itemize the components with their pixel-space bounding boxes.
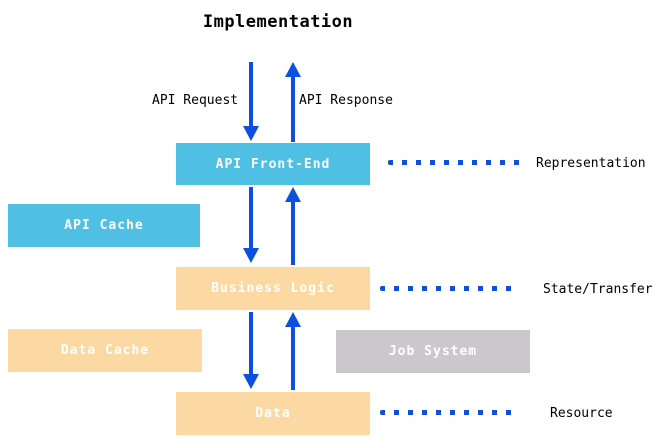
resource-label: Resource <box>550 406 613 421</box>
api-request-label: API Request <box>152 93 239 108</box>
arrow-shaft <box>249 187 253 250</box>
logic-to-front-end-arrow <box>285 187 301 265</box>
arrow-shaft <box>249 62 253 128</box>
arrow-up-head-icon <box>285 312 301 327</box>
logic-to-data-arrow <box>243 312 259 389</box>
arrow-shaft <box>291 75 295 142</box>
data-cache-label: Data Cache <box>60 343 150 358</box>
api-cache-label: API Cache <box>64 218 144 233</box>
data-box: Data <box>176 392 370 435</box>
arrow-down-head-icon <box>243 248 259 263</box>
resource-dash-line <box>380 410 520 415</box>
state-transfer-dash-line <box>380 286 520 291</box>
front-end-to-logic-arrow <box>243 187 259 263</box>
api-front-end-label: API Front-End <box>215 156 331 172</box>
api-request-arrow <box>243 62 259 141</box>
data-label: Data <box>255 406 291 421</box>
state-transfer-label: State/Transfer <box>543 282 653 297</box>
api-response-label: API Response <box>299 93 393 108</box>
arrow-up-head-icon <box>285 187 301 202</box>
job-system-box: Job System <box>336 330 530 373</box>
arrow-shaft <box>291 200 295 265</box>
representation-dash-line <box>388 160 522 165</box>
data-cache-box: Data Cache <box>8 329 202 372</box>
arrow-shaft <box>291 325 295 390</box>
api-response-arrow <box>285 62 301 142</box>
api-cache-box: API Cache <box>8 204 200 247</box>
arrow-up-head-icon <box>285 62 301 77</box>
job-system-label: Job System <box>388 344 478 359</box>
api-front-end-box: API Front-End <box>176 143 370 185</box>
representation-label: Representation <box>536 156 646 171</box>
business-logic-label: Business Logic <box>211 281 335 296</box>
arrow-down-head-icon <box>243 126 259 141</box>
arrow-shaft <box>249 312 253 376</box>
data-to-logic-arrow <box>285 312 301 390</box>
arrow-down-head-icon <box>243 374 259 389</box>
diagram-title: Implementation <box>202 12 354 32</box>
business-logic-box: Business Logic <box>176 267 370 310</box>
